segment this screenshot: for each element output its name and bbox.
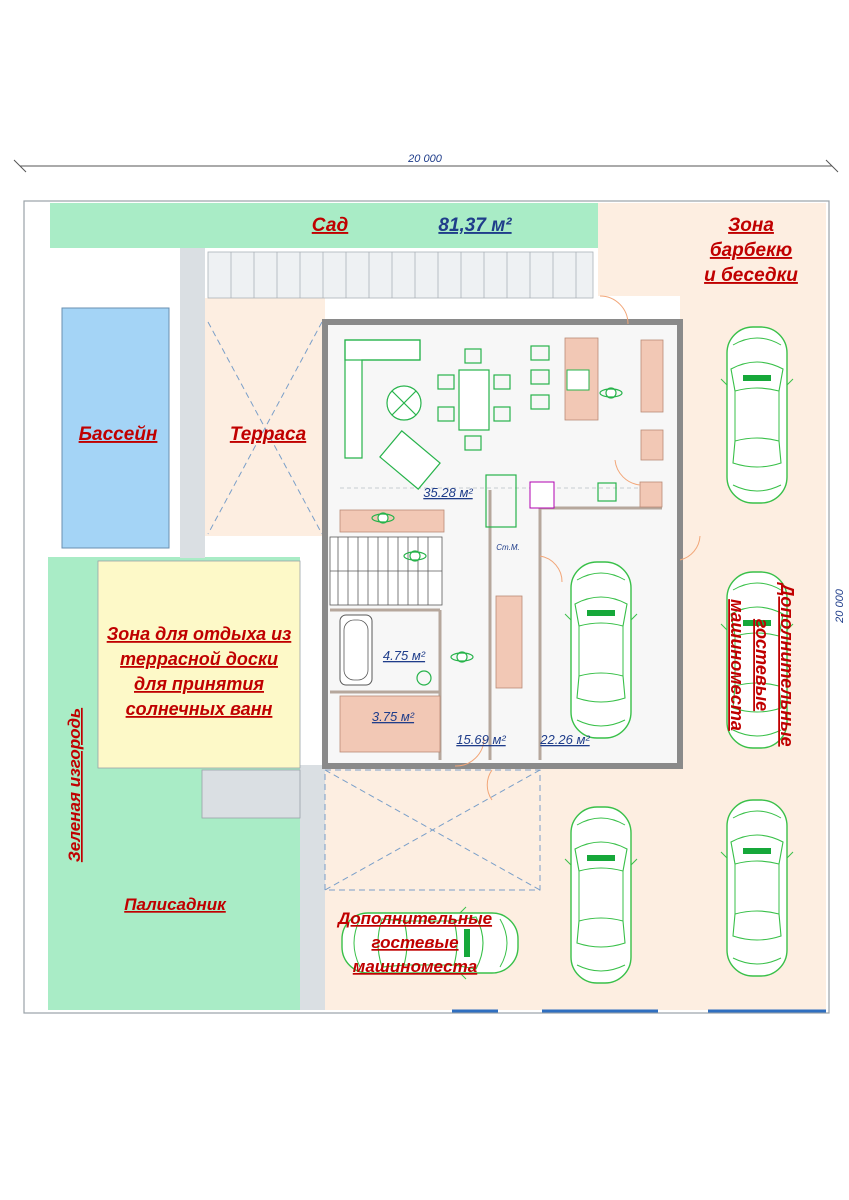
- car-parking-icon: [564, 806, 638, 984]
- garden-lawn: [50, 203, 598, 248]
- living-area-label: 35.28 м²: [423, 485, 473, 500]
- dimension-right-label: 20 000: [834, 588, 846, 624]
- car-parking-icon: [720, 326, 794, 504]
- dimension-top-label: 20 000: [407, 153, 443, 165]
- bbq-label-line3: и беседки: [704, 265, 798, 286]
- guest-parking-right: Дополнительные гостевые машиноместа: [727, 581, 797, 746]
- sun-deck-label-line4: солнечных ванн: [126, 699, 273, 719]
- guest-parking-bottom-line1: Дополнительные: [336, 909, 492, 928]
- deck-step: [201, 769, 301, 819]
- pergola-slats: [207, 251, 594, 299]
- entry-path: [300, 765, 325, 1010]
- doors: [454, 295, 701, 801]
- garden-area-label: 81,37 м²: [438, 215, 512, 236]
- pool: [61, 307, 170, 549]
- boiler-label: Ст.М.: [496, 543, 519, 552]
- car-garage-icon: [564, 561, 638, 739]
- hedge-label: Зеленая изгородь: [65, 708, 84, 862]
- guest-parking-right-line3: машиноместа: [727, 599, 747, 731]
- terrace-paving: [205, 298, 325, 536]
- entrance-canopy: [324, 769, 541, 891]
- garage-area-label: 22.26 м²: [539, 732, 590, 747]
- pool-label: Бассейн: [79, 424, 158, 445]
- terrace-label: Терраса: [230, 424, 307, 445]
- guest-parking-bottom-line3: машиноместа: [353, 957, 477, 976]
- bathroom-area-label: 4.75 м²: [383, 648, 426, 663]
- utility-area-label: 3.75 м²: [372, 709, 415, 724]
- bathtub: [339, 614, 373, 686]
- dimension-top: 20 000: [13, 153, 839, 173]
- hall-area-label: 15.69 м²: [456, 732, 506, 747]
- car-parking-icon: [720, 799, 794, 977]
- sun-deck: [97, 560, 301, 769]
- guest-parking-right-line2: гостевые: [752, 619, 772, 711]
- guest-parking-right-line1: Дополнительные: [777, 581, 797, 746]
- sun-deck-label-line3: для принятия: [134, 674, 264, 694]
- sun-deck-label-line2: террасной доски: [120, 649, 278, 669]
- furniture: [344, 339, 660, 686]
- front-garden-label: Палисадник: [124, 895, 227, 914]
- kitchen-counter: [339, 337, 664, 753]
- stairs: [329, 536, 443, 606]
- garden-label: Сад: [312, 215, 349, 236]
- guest-parking-bottom-line2: гостевые: [371, 933, 458, 952]
- dimension-right: 20 000: [834, 588, 846, 624]
- bbq-label-line2: барбекю: [710, 240, 792, 261]
- bbq-paving: [598, 203, 826, 296]
- side-path: [180, 248, 205, 558]
- bbq-label-line1: Зона: [728, 215, 774, 236]
- terrace-canopy: [207, 321, 323, 535]
- sun-deck-label-line1: Зона для отдыха из: [107, 624, 292, 644]
